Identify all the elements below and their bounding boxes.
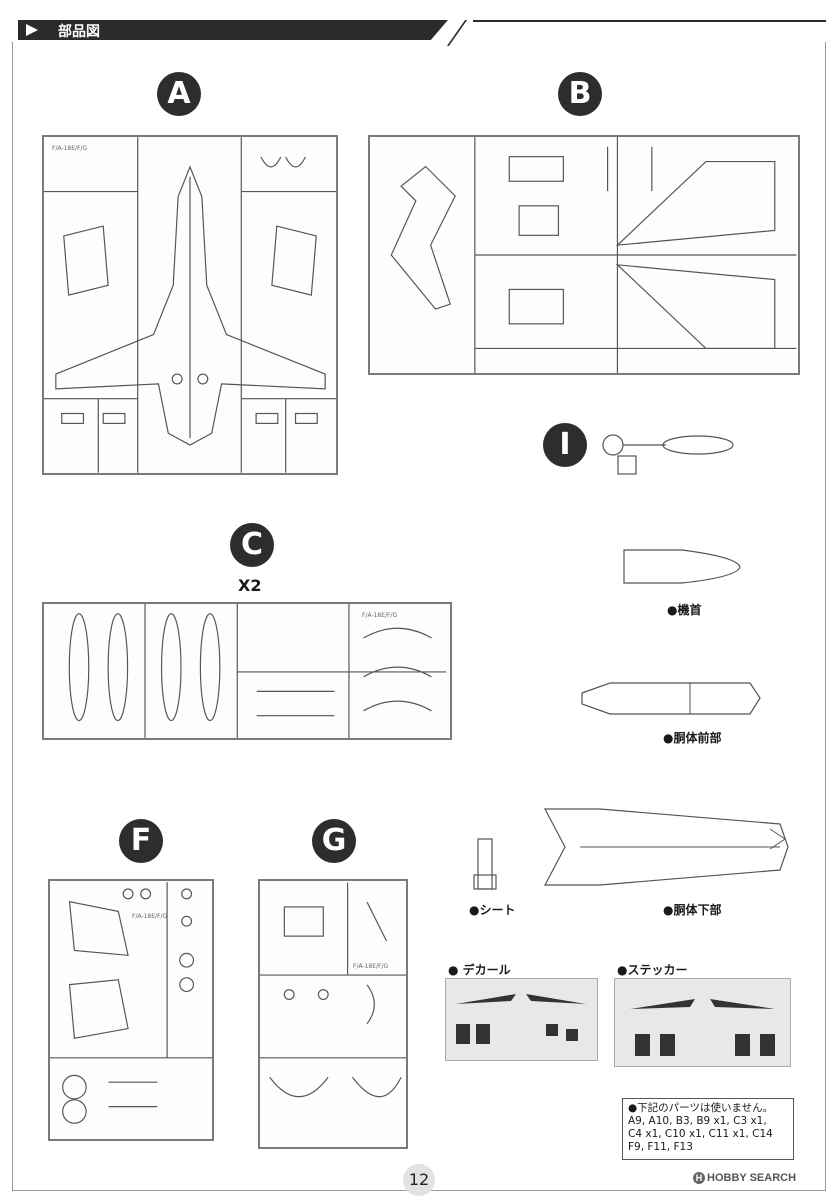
play-triangle-icon — [26, 24, 38, 36]
unused-parts-line: F9, F11, F13 — [628, 1141, 693, 1153]
runner-f-tag: F/A-18E/F/G — [132, 913, 168, 920]
runner-f-drawing — [50, 882, 212, 1124]
section-header: 部品図 — [18, 20, 826, 46]
seat-label: ●シート — [469, 903, 516, 917]
runner-c-tag: F/A-18E/F/G — [362, 612, 398, 619]
sticker-sheet — [614, 978, 791, 1067]
seat-drawing — [473, 838, 497, 890]
runner-f: F/A-18E/F/G — [48, 879, 214, 1141]
runner-g-tag: F/A-18E/F/G — [353, 963, 389, 970]
forward-fuselage-drawing — [581, 682, 761, 715]
lower-fuselage-drawing — [544, 808, 789, 886]
unused-parts-line: A9, A10, B3, B9 x1, C3 x1, — [628, 1115, 767, 1127]
runner-i-badge: I — [543, 423, 587, 467]
decal-sheet — [445, 978, 598, 1061]
forward-fuselage-label: ●胴体前部 — [663, 731, 722, 745]
nose-label: ●機首 — [667, 603, 702, 617]
runner-b — [368, 135, 800, 375]
runner-f-badge: F — [119, 819, 163, 863]
runner-a-drawing — [44, 137, 336, 473]
runner-g-drawing — [260, 882, 406, 1098]
runner-c-badge: C — [230, 523, 274, 567]
header-bar — [18, 20, 448, 40]
runner-a-badge: A — [157, 72, 201, 116]
runner-b-drawing — [390, 137, 797, 373]
page-number: 12 — [403, 1164, 435, 1196]
lower-fuselage-label: ●胴体下部 — [663, 903, 722, 917]
runner-a-tag: F/A-18E/F/G — [52, 145, 88, 152]
header-rule — [473, 20, 826, 22]
nose-assembly-drawing — [623, 549, 741, 584]
runner-i-drawing — [602, 434, 734, 475]
runner-c-drawing — [68, 604, 447, 738]
page-title: 部品図 — [58, 24, 100, 40]
sticker-label: ●ステッカー — [617, 963, 688, 977]
hobby-search-logo-icon: H — [693, 1172, 705, 1184]
runner-b-badge: B — [558, 72, 602, 116]
unused-parts-title: ●下記のパーツは使いません。 — [628, 1102, 774, 1114]
decal-sheet-drawing — [456, 994, 586, 1044]
runner-g: F/A-18E/F/G — [258, 879, 408, 1149]
runner-c-multiplier: X2 — [238, 576, 262, 595]
hobby-search-logo-text: HOBBY SEARCH — [707, 1172, 797, 1184]
runner-a: F/A-18E/F/G — [42, 135, 338, 475]
unused-parts-note: ●下記のパーツは使いません。 A9, A10, B3, B9 x1, C3 x1… — [622, 1098, 794, 1160]
runner-g-badge: G — [312, 819, 356, 863]
decal-label: ● デカール — [448, 963, 511, 977]
unused-parts-line: C4 x1, C10 x1, C11 x1, C14 — [628, 1128, 773, 1140]
sticker-sheet-drawing — [630, 999, 775, 1056]
runner-c: F/A-18E/F/G — [42, 602, 452, 740]
